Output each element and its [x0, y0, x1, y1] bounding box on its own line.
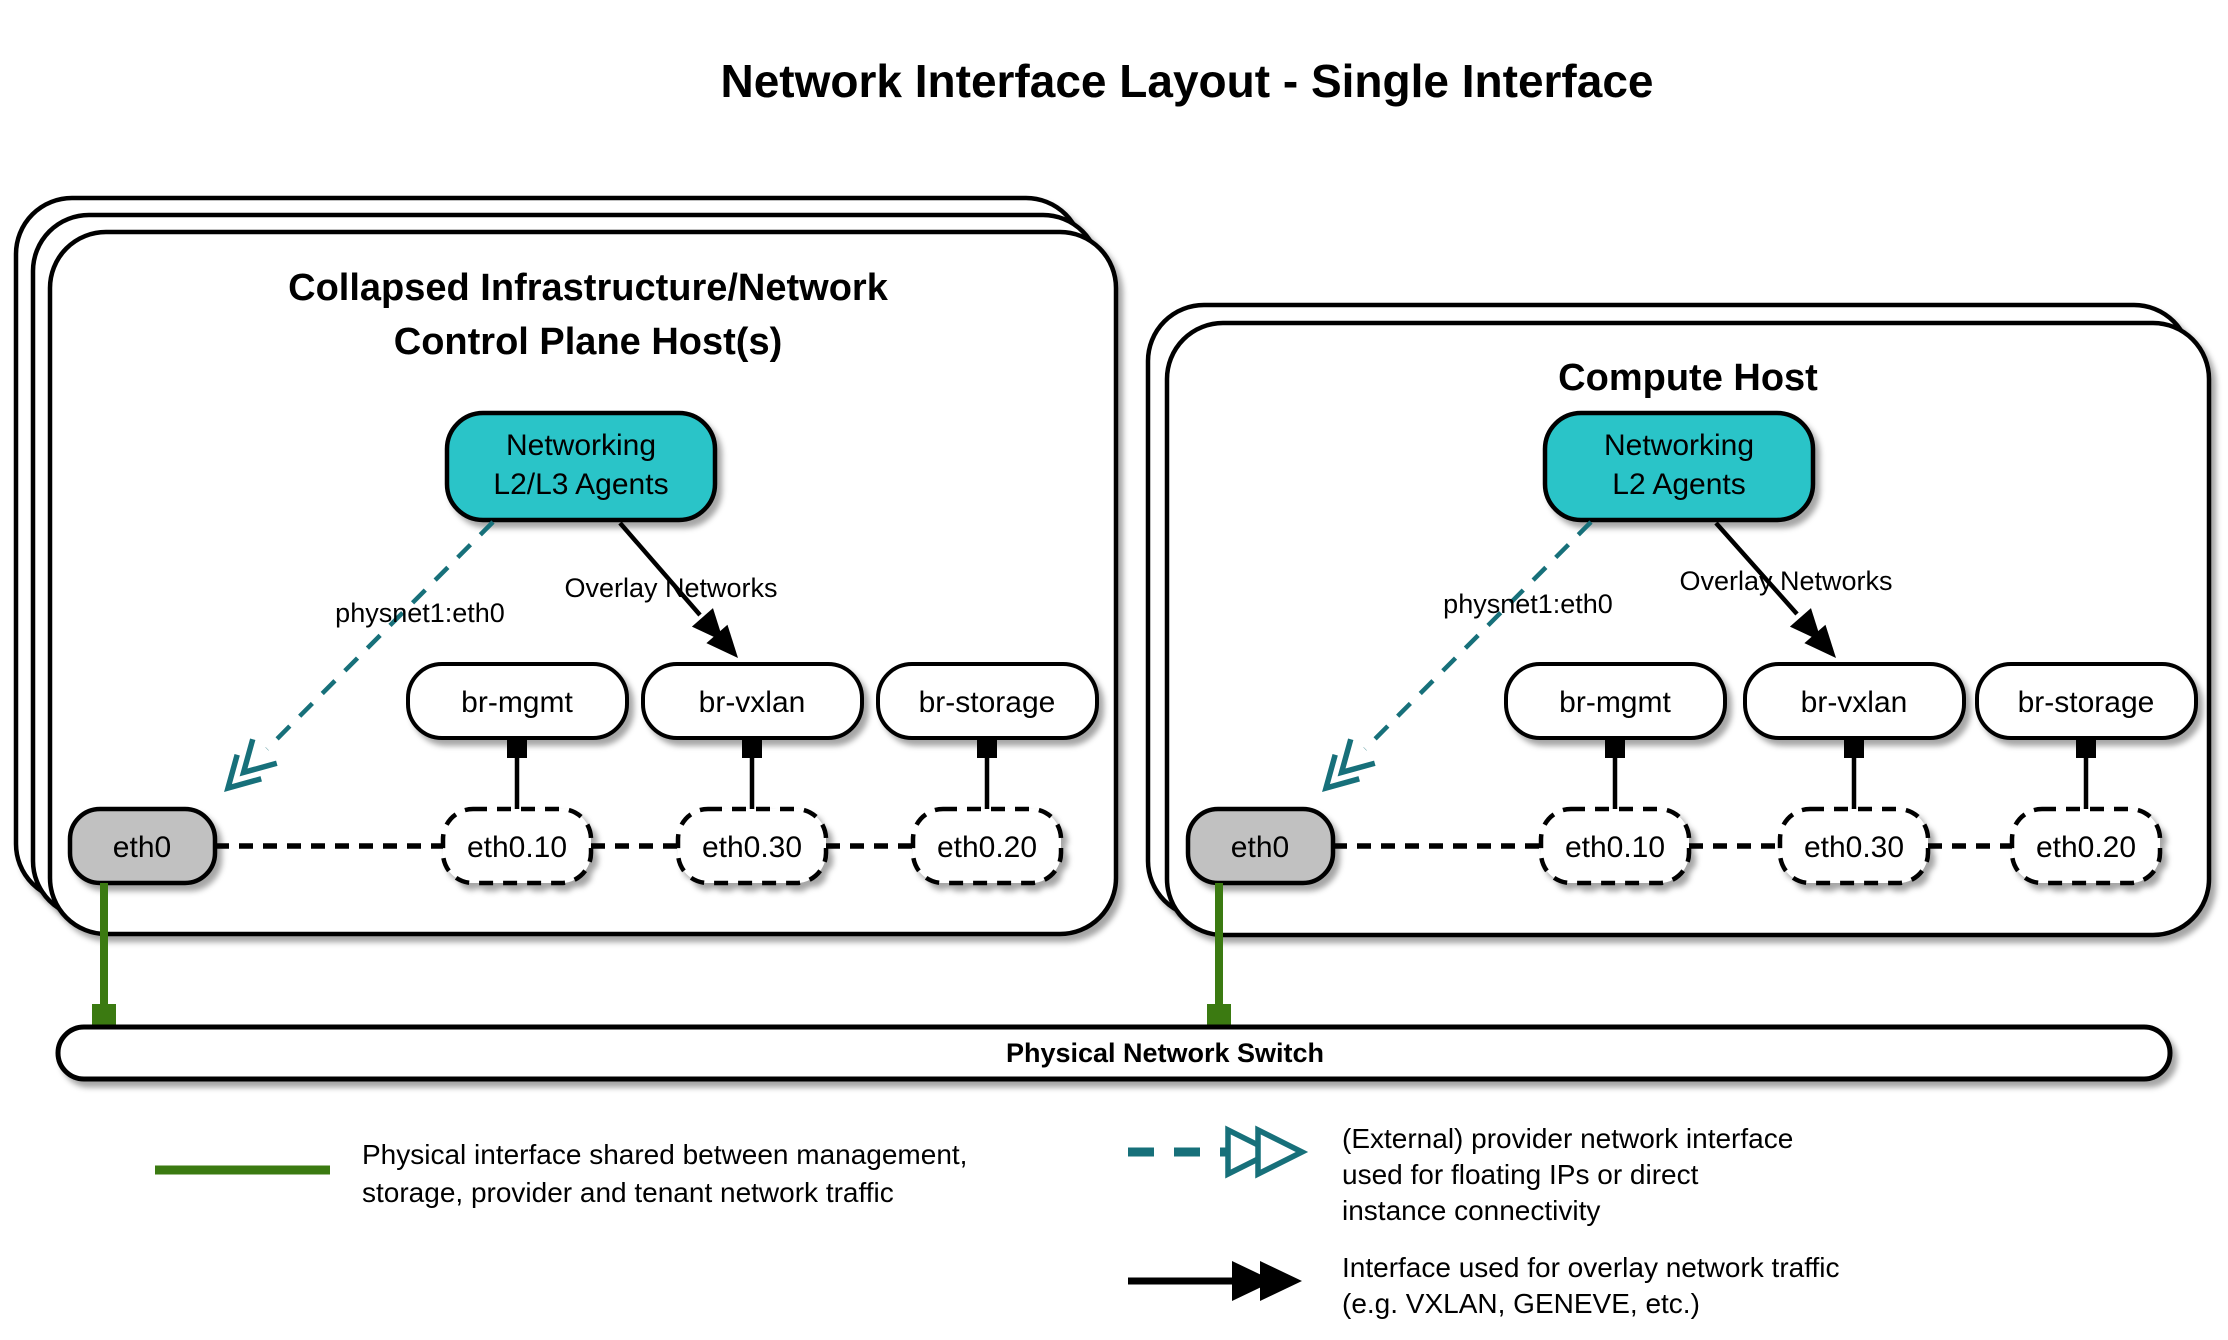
chevron-icon [239, 738, 278, 777]
compute-br-vxlan-label: br-vxlan [1801, 686, 1908, 719]
chevron-icon [1337, 738, 1376, 777]
bridge-tap-square [1844, 736, 1864, 758]
control-provider-edge [265, 520, 495, 751]
compute-switch-port [1207, 1004, 1231, 1027]
control-br-storage-label: br-storage [919, 686, 1056, 719]
compute-eth0-30-label: eth0.30 [1804, 831, 1904, 864]
control-eth0-label: eth0 [113, 831, 171, 864]
legend-overlay-text-line2: (e.g. VXLAN, GENEVE, etc.) [1342, 1288, 1700, 1319]
control-eth0-30-label: eth0.30 [702, 831, 802, 864]
arrow-triangle-icon [1804, 624, 1836, 658]
control-overlay-label: Overlay Networks [564, 573, 777, 603]
control-overlay-arrowhead [691, 608, 738, 658]
compute-agents-label-line1: Networking [1604, 429, 1754, 462]
compute-agents-label-line2: L2 Agents [1612, 468, 1745, 501]
legend-overlay-text-line1: Interface used for overlay network traff… [1342, 1252, 1840, 1283]
control-br-mgmt-label: br-mgmt [461, 686, 573, 719]
compute-physnet-label: physnet1:eth0 [1443, 589, 1613, 619]
control-eth0-10-label: eth0.10 [467, 831, 567, 864]
chevron-icon [1322, 754, 1360, 792]
control-agents-label-line1: Networking [506, 429, 656, 462]
legend-provider-arrowhead-front [1255, 1125, 1309, 1179]
control-plane-host-group: Collapsed Infrastructure/Network Control… [13, 195, 1119, 937]
compute-provider-arrowhead [1322, 738, 1376, 792]
control-agents-label-line2: L2/L3 Agents [493, 468, 668, 501]
control-eth0-20-node [910, 806, 1064, 886]
compute-eth0-20-label: eth0.20 [2036, 831, 2136, 864]
control-physnet-label: physnet1:eth0 [335, 598, 505, 628]
compute-provider-edge [1363, 520, 1593, 751]
legend-physical-text-line1: Physical interface shared between manage… [362, 1139, 967, 1170]
compute-networking-agents-node [1542, 410, 1816, 523]
compute-overlay-arrowhead [1789, 608, 1836, 658]
bridge-tap-square [507, 736, 527, 758]
compute-overlay-label: Overlay Networks [1679, 566, 1892, 596]
compute-eth0-10-node [1538, 806, 1692, 886]
control-host-title-line2: Control Plane Host(s) [394, 321, 782, 363]
legend-provider-text-line2: used for floating IPs or direct [1342, 1159, 1699, 1190]
control-provider-arrowhead [224, 738, 278, 792]
compute-host-box [1164, 320, 2212, 938]
control-switch-port [92, 1004, 116, 1027]
compute-host-title: Compute Host [1558, 357, 1818, 399]
legend-provider-text-line1: (External) provider network interface [1342, 1123, 1793, 1154]
compute-br-storage-label: br-storage [2018, 686, 2155, 719]
page-title: Network Interface Layout - Single Interf… [720, 55, 1653, 107]
chevron-icon [224, 754, 262, 792]
legend-provider-arrowhead-rear [1225, 1125, 1279, 1179]
compute-br-mgmt-label: br-mgmt [1559, 686, 1671, 719]
compute-host-group: Compute Host Networking L2 Agents physne… [1145, 302, 2212, 938]
compute-eth0-10-label: eth0.10 [1565, 831, 1665, 864]
bridge-tap-square [977, 736, 997, 758]
arrow-triangle-icon [1789, 608, 1822, 642]
legend-physical-text-line2: storage, provider and tenant network tra… [362, 1177, 894, 1208]
bridge-tap-square [2076, 736, 2096, 758]
physical-network-switch-label: Physical Network Switch [1006, 1038, 1324, 1068]
control-host-box [47, 229, 1119, 937]
arrow-triangle-icon [691, 608, 724, 642]
legend-overlay-arrowhead-rear [1232, 1261, 1274, 1301]
control-networking-agents-node [444, 410, 718, 523]
bridge-tap-square [1605, 736, 1625, 758]
compute-eth0-label: eth0 [1231, 831, 1289, 864]
legend-overlay-arrowhead-front [1260, 1261, 1302, 1301]
compute-eth0-30-node [1777, 806, 1931, 886]
control-eth0-20-label: eth0.20 [937, 831, 1037, 864]
control-br-vxlan-label: br-vxlan [699, 686, 806, 719]
control-host-title-line1: Collapsed Infrastructure/Network [288, 267, 889, 309]
physical-network-switch [55, 1024, 2173, 1082]
control-overlay-edge [618, 521, 702, 617]
control-eth0-30-node [675, 806, 829, 886]
legend-provider-text-line3: instance connectivity [1342, 1195, 1600, 1226]
legend: Physical interface shared between manage… [155, 1123, 1840, 1319]
bridge-tap-square [742, 736, 762, 758]
arrow-triangle-icon [706, 624, 738, 658]
compute-overlay-edge [1714, 521, 1799, 616]
